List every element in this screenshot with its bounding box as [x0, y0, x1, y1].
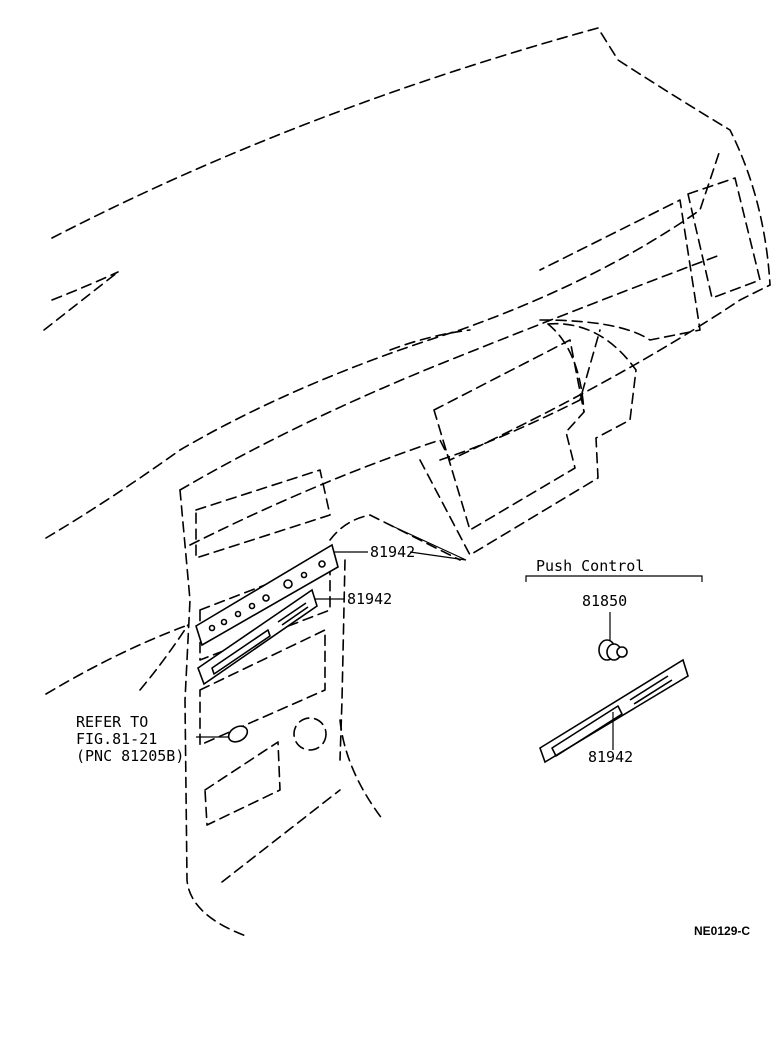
figure-code: NE0129-C — [694, 924, 750, 938]
dashboard-outline — [43, 27, 771, 937]
push-control-panel — [539, 658, 689, 764]
callout-81942-lower: 81942 — [347, 590, 392, 608]
reference-note-line3: (PNC 81205B) — [76, 747, 184, 765]
upper-control-panel — [195, 543, 339, 647]
callout-81942-push-control: 81942 — [588, 748, 633, 766]
reference-note-line1: REFER TO — [76, 713, 148, 731]
push-control-knob — [598, 639, 628, 661]
leader-lines — [196, 524, 703, 750]
push-control-title: Push Control — [536, 557, 644, 575]
control-panel-button-icons — [208, 560, 326, 632]
lower-control-panel — [197, 588, 318, 686]
callout-81850: 81850 — [582, 592, 627, 610]
callout-81942-upper: 81942 — [370, 543, 415, 561]
reference-knob — [227, 725, 249, 743]
reference-note-line2: FIG.81-21 — [76, 730, 157, 748]
